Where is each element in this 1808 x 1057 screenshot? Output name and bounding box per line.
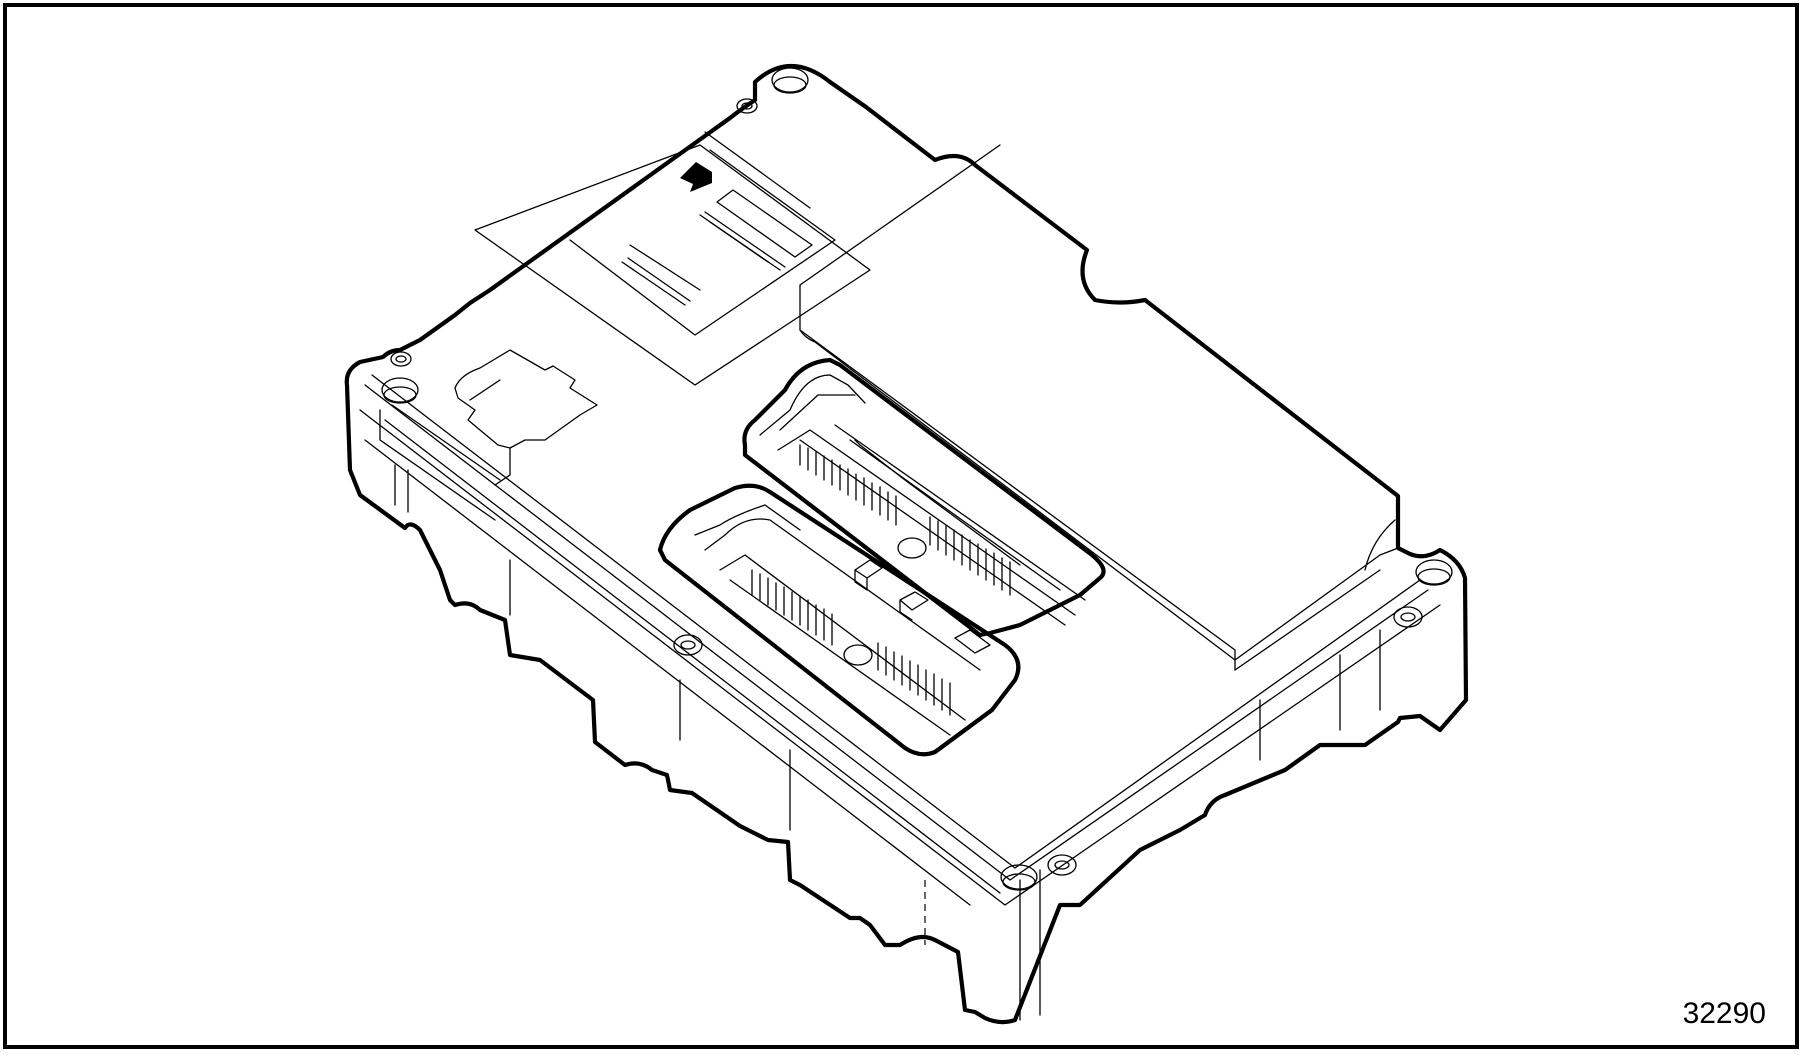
arrow-marking xyxy=(680,162,712,192)
mounting-holes xyxy=(381,67,1453,891)
hole-bottom xyxy=(1000,864,1038,890)
figure-frame xyxy=(3,3,1799,1049)
housing-top-edges xyxy=(359,374,1441,1021)
boss-right xyxy=(1393,606,1423,628)
left-pad xyxy=(379,349,598,521)
boss-left xyxy=(390,351,412,367)
boss-top xyxy=(736,98,758,114)
hole-top xyxy=(771,67,809,93)
boss-bottom xyxy=(1047,854,1077,876)
pin-row-upper xyxy=(799,444,1011,596)
boss-front xyxy=(673,634,703,656)
pin-row-lower xyxy=(751,569,951,716)
connector-lower[interactable] xyxy=(657,483,1021,757)
label-area xyxy=(474,114,871,386)
housing-outline xyxy=(344,63,1469,1025)
top-cover xyxy=(799,144,1399,671)
connector-upper[interactable] xyxy=(742,357,1106,638)
figure-number: 32290 xyxy=(1682,997,1766,1030)
hole-right xyxy=(1415,559,1453,585)
hole-left xyxy=(381,377,419,403)
